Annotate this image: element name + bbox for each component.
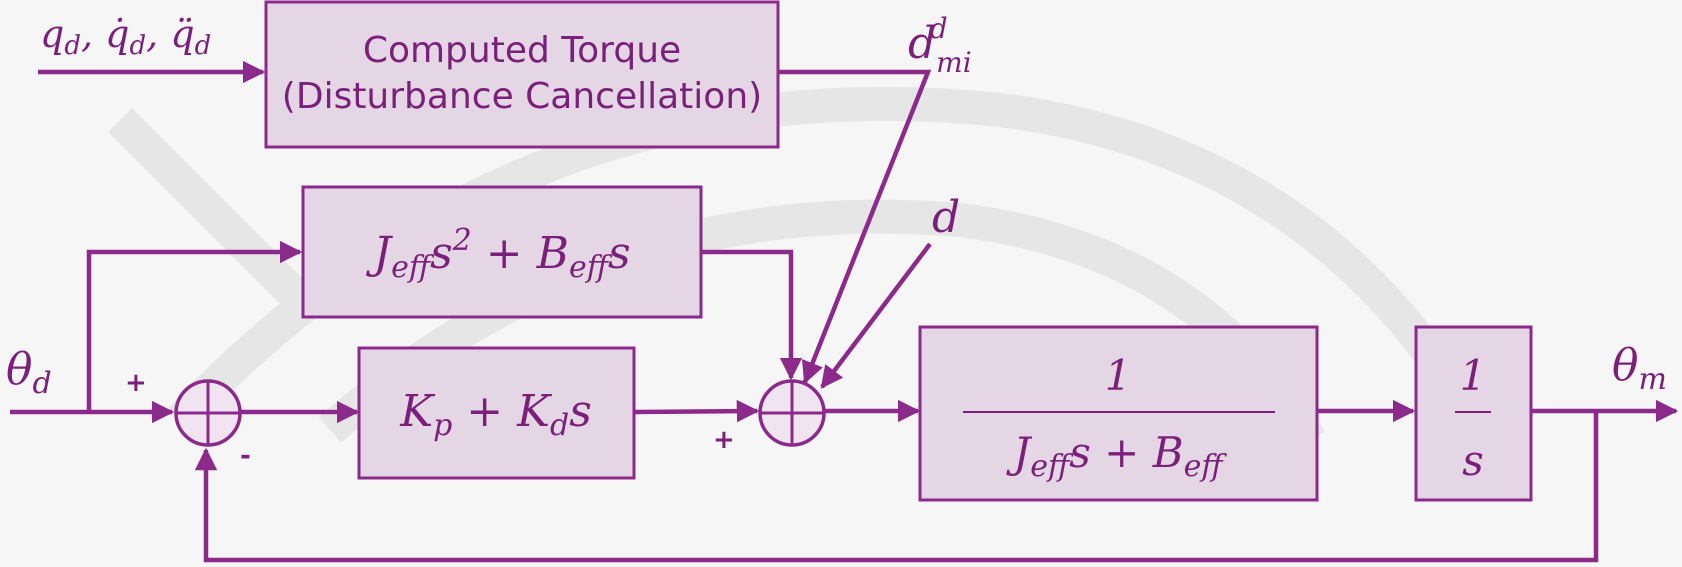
wire-feedback [194, 411, 1599, 563]
sum1-plus-sign: + [125, 368, 147, 398]
summing-junction-2 [758, 379, 826, 447]
wire-ff-to-sum2 [701, 249, 803, 381]
wire-ct-to-sum2 [778, 69, 932, 385]
pd-controller-block [357, 346, 636, 480]
dmi-label: dmid [908, 12, 972, 79]
wire-d-to-sum2 [820, 242, 932, 389]
wire-ff-branch [86, 240, 303, 412]
computed-torque-line1: Computed Torque [363, 30, 681, 71]
computed-torque-block [264, 0, 780, 149]
d-label: d [932, 192, 960, 243]
theta-m-label: θm [1612, 340, 1667, 397]
integrator-numerator: 1 [1460, 351, 1487, 400]
sum2-plus-sign: + [713, 425, 735, 455]
wire-pd-to-sum2 [633, 399, 760, 423]
integrator-denominator: s [1462, 436, 1484, 485]
integrator-block [1414, 325, 1533, 502]
sum1-minus-sign: - [240, 441, 251, 471]
computed-torque-line2: (Disturbance Cancellation) [282, 76, 762, 117]
theta-d-label: θd [6, 344, 52, 401]
summing-junction-1 [174, 379, 242, 447]
plant-block [918, 325, 1319, 502]
feedforward-block [301, 185, 703, 319]
trajectory-label: qd, q̇d, q̈d [40, 12, 211, 61]
signal-wires [10, 60, 1679, 563]
plant-numerator: 1 [1105, 351, 1132, 400]
